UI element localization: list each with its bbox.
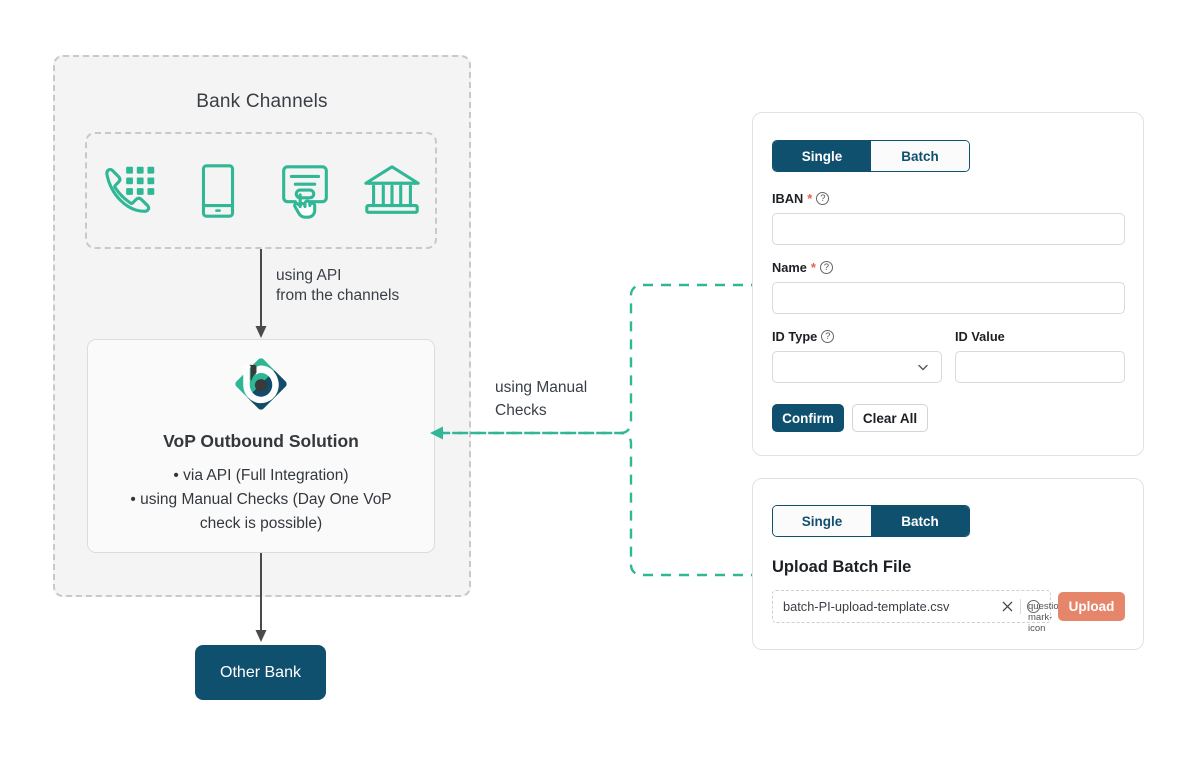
touch-screen-icon xyxy=(281,164,328,219)
id-value-input[interactable] xyxy=(955,351,1125,383)
vop-title: VoP Outbound Solution xyxy=(163,431,359,451)
close-x-icon[interactable] xyxy=(1001,600,1014,613)
name-input[interactable] xyxy=(772,282,1125,314)
vop-bullet-item: • via API (Full Integration) xyxy=(173,467,349,484)
name-label-text: Name xyxy=(772,260,807,275)
manual-checks-label: using Manual Checks xyxy=(495,379,588,419)
iban-input[interactable] xyxy=(772,213,1125,245)
api-flow-label: using API from the channels xyxy=(276,267,400,304)
id-type-select[interactable] xyxy=(772,351,942,383)
id-value-label: ID Value xyxy=(955,329,1005,344)
mobile-phone-icon xyxy=(201,163,234,218)
other-bank-node: Other Bank xyxy=(195,645,326,700)
batch-file-input[interactable]: batch-PI-upload-template.csv question-ma… xyxy=(772,590,1068,634)
batch-file-name: batch-PI-upload-template.csv xyxy=(783,599,950,614)
vop-bullet-list: • via API (Full Integration) • using Man… xyxy=(97,464,425,536)
clear-all-button[interactable]: Clear All xyxy=(852,404,928,432)
channel-icons-row xyxy=(85,132,437,249)
upload-batch-file-title: Upload Batch File xyxy=(772,558,912,576)
bank-channels-title: Bank Channels xyxy=(196,91,328,112)
tab-batch-batchpanel[interactable]: Batch xyxy=(871,506,969,536)
id-type-help-icon[interactable]: ? xyxy=(821,330,835,343)
tab-single-batchpanel[interactable]: Single xyxy=(773,506,871,536)
bank-building-icon xyxy=(363,164,420,214)
vop-bullet-item: • using Manual Checks (Day One VoP xyxy=(130,491,392,508)
phone-keypad-icon xyxy=(104,166,154,213)
arrow-channels-to-vop xyxy=(255,249,267,338)
manual-checks-connector xyxy=(430,283,761,577)
iban-label: IBAN * ? xyxy=(772,191,830,206)
batch-panel-tabs[interactable]: Single Batch xyxy=(772,505,970,537)
arrow-vop-to-other-bank xyxy=(255,553,267,642)
name-help-icon[interactable]: ? xyxy=(819,261,833,274)
chevron-down-icon xyxy=(918,364,928,371)
id-type-label: ID Type ? xyxy=(772,329,835,344)
id-value-label-text: ID Value xyxy=(955,329,1005,344)
upload-button[interactable]: Upload xyxy=(1058,592,1125,621)
file-input-divider xyxy=(1020,599,1021,614)
iban-label-text: IBAN xyxy=(772,191,804,206)
bank-logo-diamond-icon xyxy=(235,358,287,410)
name-required-asterisk: * xyxy=(810,260,816,275)
other-bank-label: Other Bank xyxy=(220,663,301,681)
vop-bullet-item: check is possible) xyxy=(199,515,323,532)
name-label: Name * ? xyxy=(772,260,833,275)
iban-help-icon[interactable]: ? xyxy=(816,192,830,205)
confirm-button[interactable]: Confirm xyxy=(772,404,844,432)
single-panel-tabs[interactable]: Single Batch xyxy=(772,140,970,172)
id-type-label-text: ID Type xyxy=(772,329,818,344)
iban-required-asterisk: * xyxy=(807,191,813,206)
tab-batch[interactable]: Batch xyxy=(871,141,969,171)
batch-help-icon[interactable]: question-mark-icon xyxy=(1027,600,1068,634)
tab-single[interactable]: Single xyxy=(773,141,871,171)
